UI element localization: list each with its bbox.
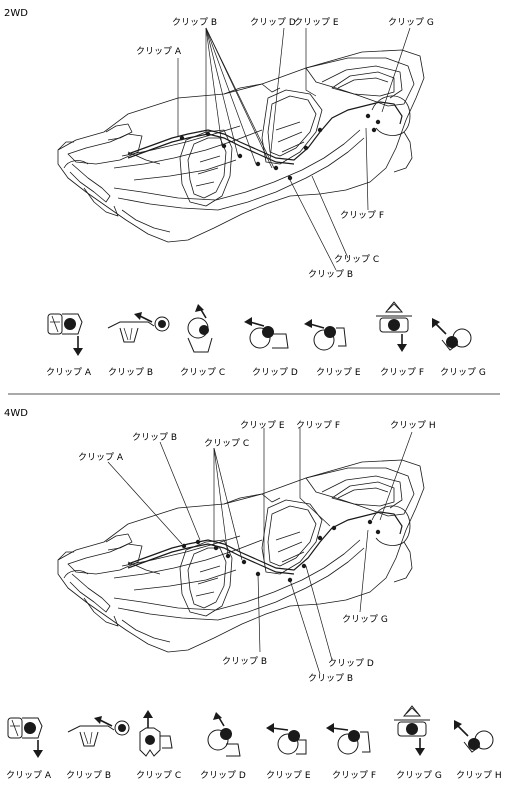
callout-label: クリップ F bbox=[340, 210, 384, 221]
legend-label: クリップ G bbox=[396, 770, 442, 781]
legend-label: クリップ F bbox=[380, 367, 424, 378]
legend-label: クリップ D bbox=[252, 367, 298, 378]
section-title: 2WD bbox=[4, 8, 28, 19]
clip-c-icon bbox=[139, 710, 173, 757]
callout-label: クリップ H bbox=[390, 420, 436, 431]
clip-f-icon bbox=[326, 723, 371, 755]
section-title: 4WD bbox=[4, 408, 28, 419]
section-4wd: 4WD bbox=[4, 408, 502, 781]
clip-b-icon bbox=[107, 312, 170, 343]
callout-label: クリップ E bbox=[294, 17, 339, 28]
clip-c-icon bbox=[187, 304, 213, 353]
legend-label: クリップ G bbox=[440, 367, 486, 378]
legend-label: クリップ H bbox=[456, 770, 502, 781]
clip-h-icon bbox=[454, 720, 494, 753]
section-2wd: 2WD bbox=[4, 8, 486, 378]
callout-labels: クリップ A クリップ B クリップ D クリップ E クリップ G クリップ … bbox=[136, 17, 434, 280]
clip-f-icon bbox=[376, 301, 412, 352]
clip-d-icon bbox=[244, 317, 289, 349]
callout-label: クリップ A bbox=[136, 46, 182, 57]
clip-b-icon bbox=[67, 716, 130, 747]
callout-label: クリップ B bbox=[132, 432, 177, 443]
callout-label: クリップ B bbox=[222, 656, 267, 667]
callout-label: クリップ G bbox=[342, 614, 388, 625]
callout-label: クリップ F bbox=[296, 420, 340, 431]
callout-label: クリップ C bbox=[334, 254, 379, 265]
callout-label: クリップ D bbox=[250, 17, 296, 28]
clip-e-icon bbox=[266, 723, 307, 755]
callout-label: クリップ C bbox=[204, 438, 249, 449]
callout-label: クリップ A bbox=[78, 452, 124, 463]
clip-d-icon bbox=[207, 712, 241, 757]
legend-labels: クリップ A クリップ B クリップ C クリップ D クリップ E クリップ … bbox=[46, 367, 486, 378]
callout-label: クリップ B bbox=[308, 269, 353, 280]
legend-label: クリップ C bbox=[180, 367, 225, 378]
legend-label: クリップ A bbox=[46, 367, 92, 378]
clip-g-icon bbox=[394, 705, 430, 756]
legend-label: クリップ A bbox=[6, 770, 52, 781]
legend-label: クリップ E bbox=[316, 367, 361, 378]
legend-label: クリップ B bbox=[66, 770, 111, 781]
legend-label: クリップ B bbox=[108, 367, 153, 378]
callout-label: クリップ E bbox=[240, 420, 285, 431]
legend-labels: クリップ A クリップ B クリップ C クリップ D クリップ E クリップ … bbox=[6, 770, 502, 781]
clip-a-icon bbox=[47, 313, 83, 356]
callout-label: クリップ G bbox=[388, 17, 434, 28]
clip-legend bbox=[7, 705, 494, 758]
callout-label: クリップ B bbox=[172, 17, 217, 28]
leader-lines bbox=[107, 428, 413, 675]
car-body-diagram bbox=[57, 49, 425, 243]
clip-e-icon bbox=[304, 319, 347, 351]
callout-label: クリップ D bbox=[328, 658, 374, 669]
legend-label: クリップ E bbox=[266, 770, 311, 781]
clip-markers bbox=[179, 113, 381, 181]
legend-label: クリップ C bbox=[136, 770, 181, 781]
legend-label: クリップ F bbox=[332, 770, 376, 781]
clip-g-icon bbox=[432, 318, 472, 351]
leader-lines bbox=[177, 27, 411, 271]
legend-label: クリップ D bbox=[200, 770, 246, 781]
clip-a-icon bbox=[7, 717, 43, 758]
clip-legend bbox=[47, 301, 472, 356]
callout-label: クリップ B bbox=[308, 673, 353, 684]
callout-labels: クリップ A クリップ B クリップ C クリップ E クリップ F クリップ … bbox=[78, 420, 436, 684]
